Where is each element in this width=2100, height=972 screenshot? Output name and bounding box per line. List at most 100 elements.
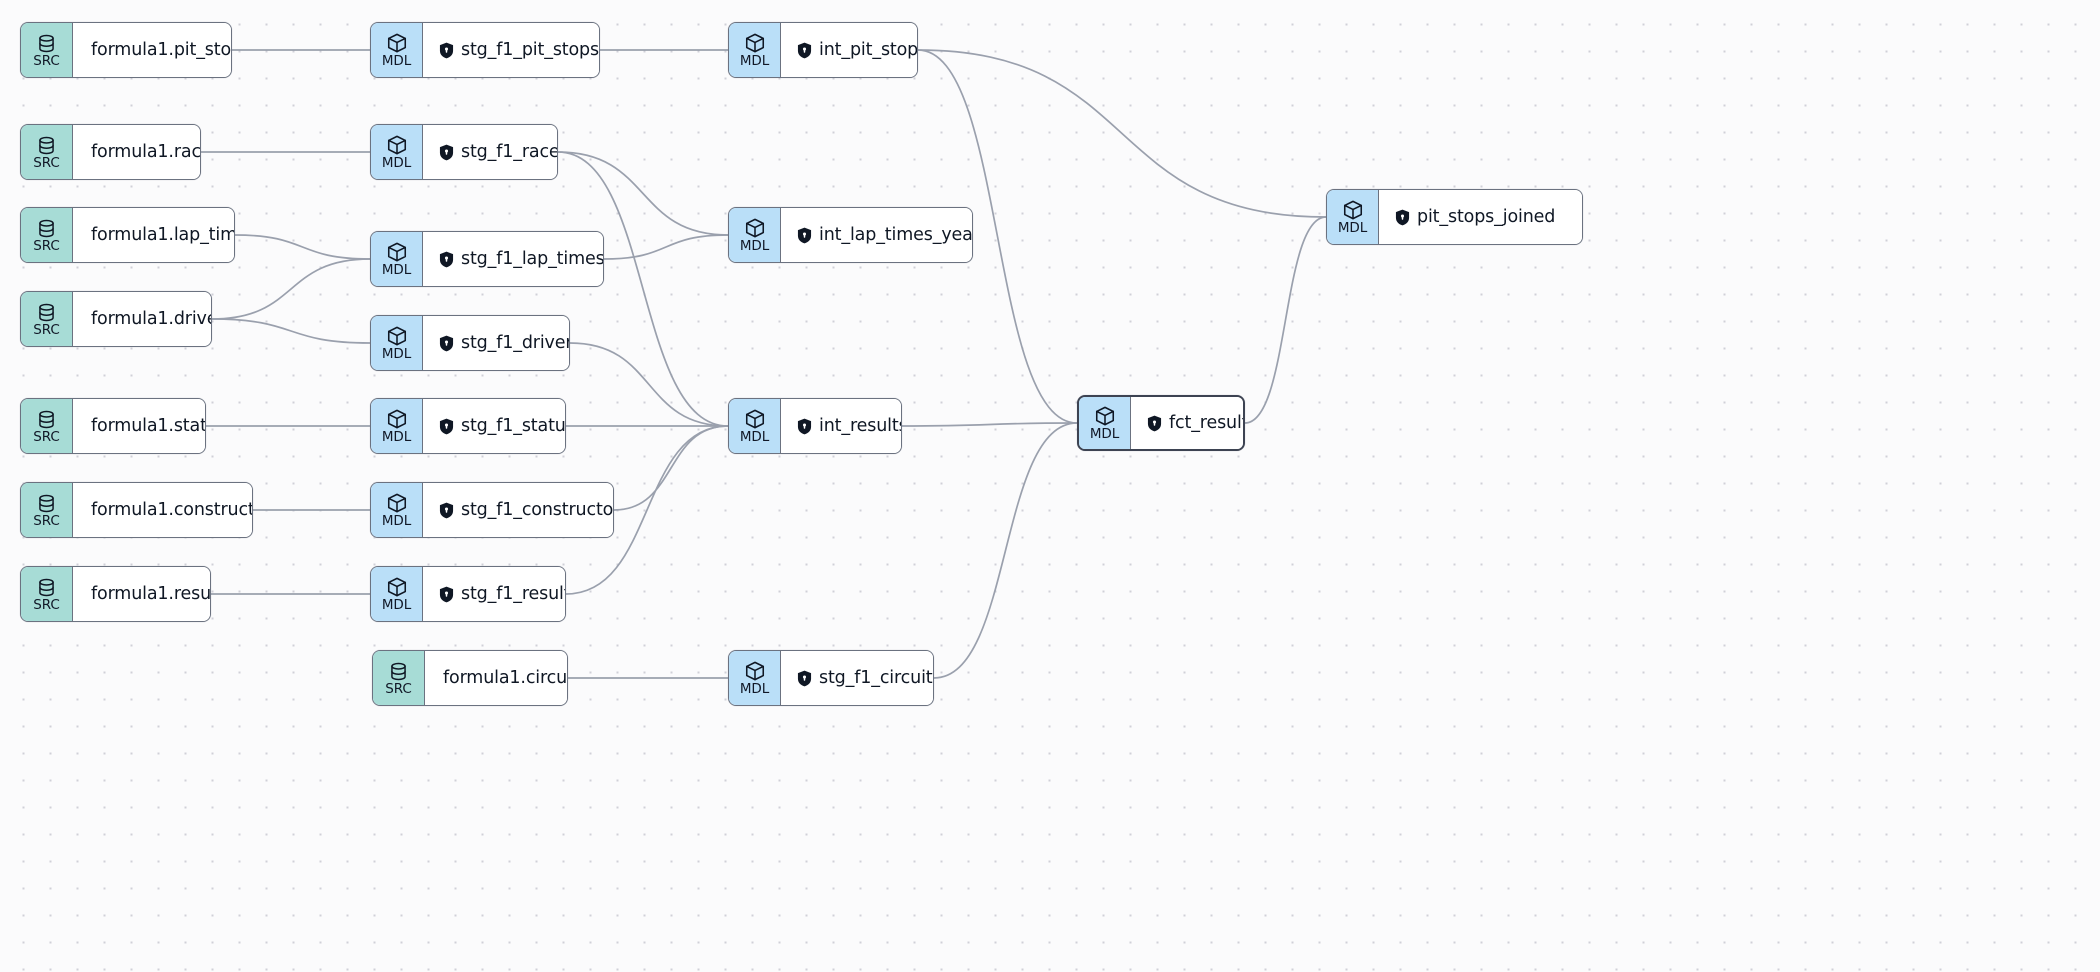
shield-icon: [439, 335, 454, 352]
graph-node-src_lap_times[interactable]: SRC formula1.lap_times: [20, 207, 235, 263]
database-icon: SRC: [21, 483, 73, 537]
node-type-tag: SRC: [33, 237, 60, 254]
node-type-tag: SRC: [33, 512, 60, 529]
node-label: formula1.status: [91, 416, 206, 436]
cube-icon: MDL: [371, 483, 423, 537]
node-type-tag: MDL: [381, 597, 412, 613]
node-body: stg_f1_circuits: [781, 651, 934, 705]
edge-src_drivers-to-stg_lap_times: [211, 258, 371, 320]
shield-icon: [439, 144, 454, 161]
node-label: int_results: [819, 416, 902, 436]
node-type-tag: MDL: [1337, 220, 1368, 236]
shield-icon: [439, 42, 454, 59]
cube-icon: MDL: [371, 125, 423, 179]
cube-icon: MDL: [729, 208, 781, 262]
shield-icon: [439, 502, 454, 519]
node-body: formula1.constructors: [73, 483, 253, 537]
edge-int_pit_stops-to-pit_stops_joined: [917, 49, 1327, 218]
cube-icon: MDL: [371, 316, 423, 370]
node-type-tag: SRC: [33, 596, 60, 613]
edge-stg_circuits-to-fct_results: [933, 422, 1078, 679]
shield-icon: [1147, 415, 1162, 432]
node-body: stg_f1_lap_times: [423, 232, 603, 286]
cube-icon: MDL: [1079, 397, 1131, 449]
edge-stg_races-to-int_results: [557, 151, 729, 427]
node-type-tag: MDL: [381, 429, 412, 445]
graph-node-stg_pit_stops[interactable]: MDL stg_f1_pit_stops: [370, 22, 600, 78]
shield-icon: [797, 227, 812, 244]
cube-icon: MDL: [371, 399, 423, 453]
edge-stg_lap_times-to-int_lap_times_years: [603, 234, 729, 260]
node-label: stg_f1_drivers: [461, 333, 570, 353]
node-label: formula1.pit_stops: [91, 40, 232, 60]
node-body: int_lap_times_years: [781, 208, 972, 262]
graph-node-stg_circuits[interactable]: MDL stg_f1_circuits: [728, 650, 934, 706]
graph-node-stg_drivers[interactable]: MDL stg_f1_drivers: [370, 315, 570, 371]
node-body: stg_f1_results: [423, 567, 565, 621]
node-type-tag: MDL: [381, 53, 412, 69]
graph-node-src_drivers[interactable]: SRC formula1.drivers: [20, 291, 212, 347]
node-label: formula1.lap_times: [91, 225, 234, 245]
node-type-tag: SRC: [33, 321, 60, 338]
shield-icon: [439, 251, 454, 268]
node-body: int_results: [781, 399, 902, 453]
node-label: formula1.races: [91, 142, 201, 162]
graph-node-int_pit_stops[interactable]: MDL int_pit_stops: [728, 22, 918, 78]
graph-node-src_status[interactable]: SRC formula1.status: [20, 398, 206, 454]
node-type-tag: MDL: [739, 429, 770, 445]
node-body: formula1.drivers: [73, 292, 211, 346]
graph-node-fct_results[interactable]: MDL fct_results: [1077, 395, 1245, 451]
graph-node-pit_stops_joined[interactable]: MDL pit_stops_joined: [1326, 189, 1583, 245]
node-label: formula1.drivers: [91, 309, 211, 329]
edge-src_drivers-to-stg_drivers: [211, 318, 371, 344]
database-icon: SRC: [21, 23, 73, 77]
graph-node-src_constructors[interactable]: SRC formula1.constructors: [20, 482, 253, 538]
node-body: formula1.status: [73, 399, 206, 453]
database-icon: SRC: [21, 567, 73, 621]
shield-icon: [797, 418, 812, 435]
graph-node-stg_constructors[interactable]: MDL stg_f1_constructors: [370, 482, 614, 538]
node-label: stg_f1_results: [461, 584, 565, 604]
cube-icon: MDL: [1327, 190, 1379, 244]
node-type-tag: MDL: [381, 262, 412, 278]
node-body: formula1.pit_stops: [73, 23, 232, 77]
node-label: formula1.results: [91, 584, 211, 604]
graph-node-src_results[interactable]: SRC formula1.results: [20, 566, 211, 622]
shield-icon: [1395, 209, 1410, 226]
graph-node-src_pit_stops[interactable]: SRC formula1.pit_stops: [20, 22, 232, 78]
node-type-tag: SRC: [33, 428, 60, 445]
graph-node-stg_status[interactable]: MDL stg_f1_status: [370, 398, 566, 454]
node-label: int_pit_stops: [819, 40, 918, 60]
cube-icon: MDL: [729, 651, 781, 705]
node-body: formula1.lap_times: [73, 208, 234, 262]
node-type-tag: MDL: [739, 681, 770, 697]
node-body: stg_f1_races: [423, 125, 558, 179]
node-body: stg_f1_status: [423, 399, 566, 453]
graph-node-src_races[interactable]: SRC formula1.races: [20, 124, 201, 180]
graph-node-stg_results[interactable]: MDL stg_f1_results: [370, 566, 566, 622]
node-type-tag: SRC: [33, 154, 60, 171]
node-type-tag: MDL: [381, 155, 412, 171]
node-label: pit_stops_joined: [1417, 207, 1556, 227]
graph-node-stg_races[interactable]: MDL stg_f1_races: [370, 124, 558, 180]
graph-node-int_results[interactable]: MDL int_results: [728, 398, 902, 454]
graph-node-int_lap_times_years[interactable]: MDL int_lap_times_years: [728, 207, 973, 263]
node-body: formula1.circuits: [425, 651, 567, 705]
node-label: stg_f1_races: [461, 142, 558, 162]
node-body: formula1.results: [73, 567, 211, 621]
database-icon: SRC: [21, 292, 73, 346]
node-label: stg_f1_circuits: [819, 668, 934, 688]
node-label: stg_f1_status: [461, 416, 566, 436]
shield-icon: [797, 42, 812, 59]
node-body: stg_f1_drivers: [423, 316, 570, 370]
node-label: formula1.constructors: [91, 500, 253, 520]
edge-int_results-to-fct_results: [901, 422, 1078, 427]
graph-node-stg_lap_times[interactable]: MDL stg_f1_lap_times: [370, 231, 604, 287]
database-icon: SRC: [21, 399, 73, 453]
cube-icon: MDL: [729, 23, 781, 77]
node-body: stg_f1_pit_stops: [423, 23, 599, 77]
database-icon: SRC: [373, 651, 425, 705]
